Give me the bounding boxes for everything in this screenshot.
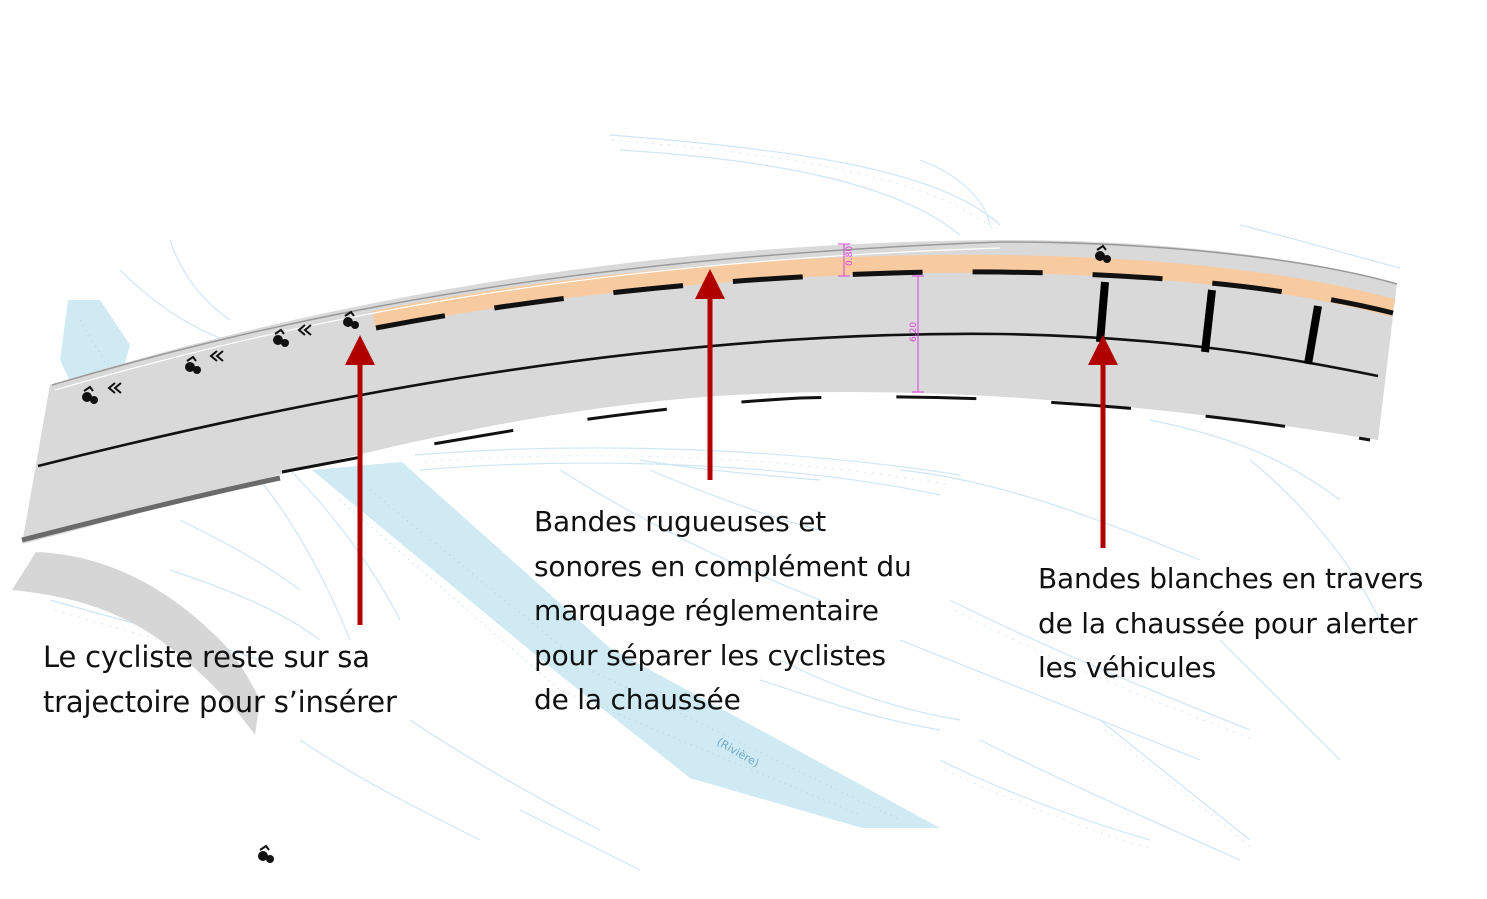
annotation-line: de la chaussée (534, 683, 741, 716)
annotation-line: marquage réglementaire (534, 594, 879, 627)
background-ticks (54, 139, 1256, 851)
annotation-line: de la chaussée pour alerter (1038, 606, 1418, 640)
dimension-label-0-80: 0.80 (845, 246, 855, 266)
upper-edge-line (51, 241, 1398, 386)
annotation-rumble-strips: Bandes rugueuses et sonores en complémen… (534, 500, 912, 723)
transverse-band (1096, 281, 1109, 343)
cyclist-icon (257, 845, 275, 864)
transverse-band (1304, 305, 1322, 365)
dimensions (838, 243, 924, 393)
background-linework (19, 134, 1401, 871)
annotation-line: Bandes blanches en travers (1038, 562, 1424, 595)
water-texture (79, 319, 901, 821)
lane-markings (21, 241, 1398, 543)
annotation-line: sonores en complément du (534, 549, 912, 583)
annotation-line: Bandes rugueuses et (534, 505, 827, 538)
callout-arrows (345, 269, 1118, 625)
annotation-line: trajectoire pour s’insérer (43, 684, 397, 719)
lower-edge-solid (21, 475, 281, 543)
secondary-road (12, 552, 260, 735)
annotation-transverse-bands: Bandes blanches en travers de la chaussé… (1038, 557, 1423, 691)
upper-edge-line-inner (54, 247, 1001, 391)
rumble-strip (372, 254, 1396, 329)
dimension-label-6-20: 6.20 (909, 322, 919, 342)
transverse-bands (1096, 281, 1322, 365)
annotation-line: pour séparer les cyclistes (534, 638, 886, 672)
centre-line (37, 332, 1379, 468)
annotation-cyclist-trajectory: Le cycliste reste sur sa trajectoire pou… (43, 635, 397, 724)
annotation-line: les véhicules (1038, 651, 1216, 684)
transverse-band (1201, 289, 1216, 353)
annotation-line: Le cycliste reste sur sa (43, 640, 370, 674)
lower-edge-dashes (281, 395, 1371, 474)
